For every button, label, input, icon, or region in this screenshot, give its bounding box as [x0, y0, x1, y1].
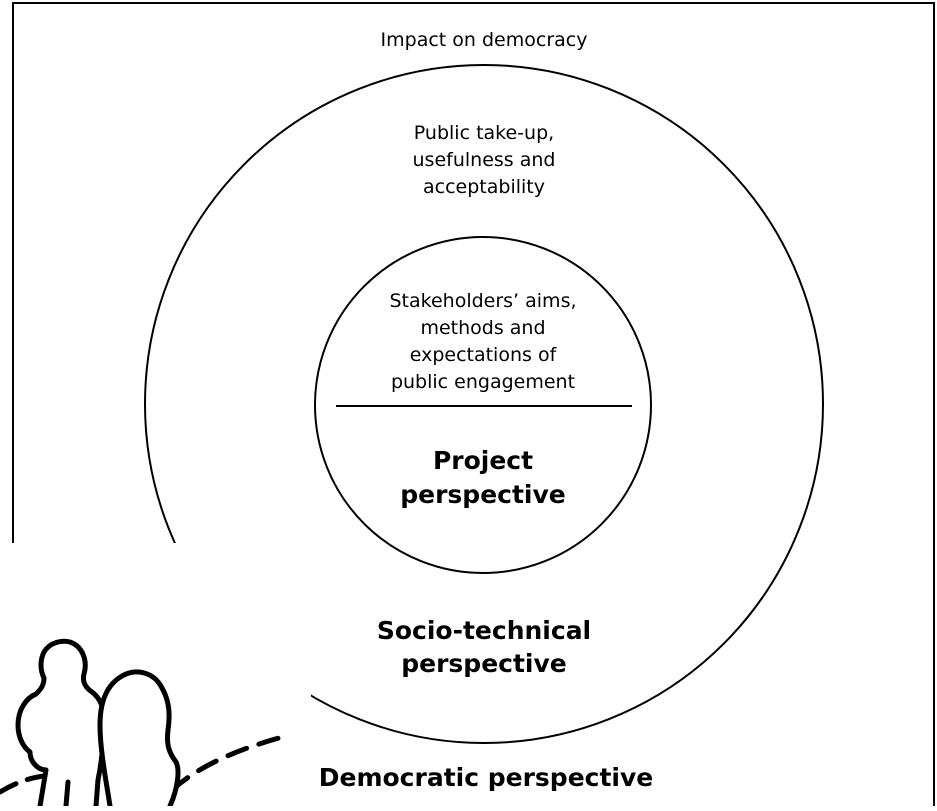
- left-person-outline: [15, 638, 107, 809]
- socio-technical-perspective-line-1: Socio-technical: [377, 616, 591, 645]
- stakeholders-line-4: public engagement: [391, 371, 575, 393]
- public-take-up-line-2: usefulness and: [413, 149, 556, 171]
- right-person-outline: [97, 669, 181, 809]
- project-perspective-line-2: perspective: [400, 480, 566, 509]
- left-person-leg-gap: [63, 779, 71, 809]
- stakeholders-line-3: expectations of: [410, 344, 558, 366]
- stakeholders-line-1: Stakeholders’ aims,: [389, 290, 576, 312]
- two-people-walking-icon: [0, 543, 311, 809]
- socio-technical-perspective-line-2: perspective: [401, 649, 567, 678]
- public-take-up-line-1: Public take-up,: [414, 122, 554, 144]
- impact-on-democracy-label: Impact on democracy: [381, 29, 588, 51]
- project-perspective-line-1: Project: [433, 446, 533, 475]
- democratic-perspective-label: Democratic perspective: [319, 763, 654, 792]
- middle-circle: [144, 64, 824, 744]
- inner-circle: [314, 236, 652, 574]
- stakeholders-line-2: methods and: [420, 317, 545, 339]
- public-take-up-line-3: acceptability: [423, 176, 545, 198]
- outer-frame: [12, 2, 935, 806]
- dashed-path-right: [169, 732, 293, 793]
